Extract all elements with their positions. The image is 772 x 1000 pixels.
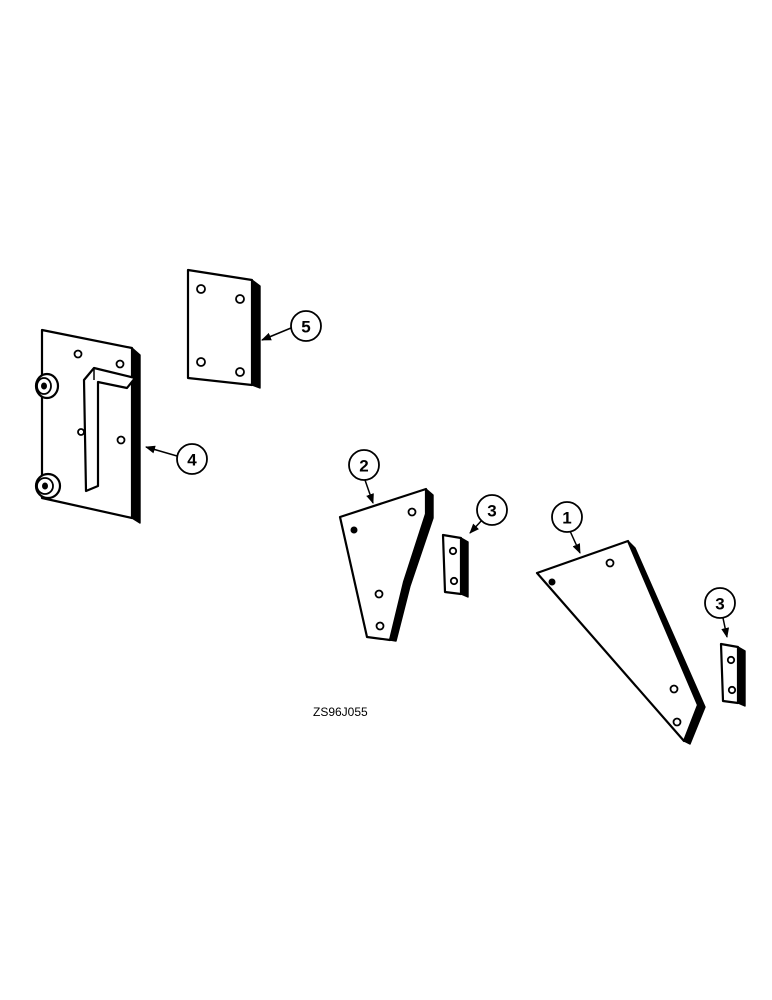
callout-2-label: 2	[359, 457, 368, 476]
callout-4-label: 4	[187, 451, 197, 470]
callout-1: 1	[551, 501, 583, 554]
callout-4: 4	[145, 443, 208, 475]
callout-3-a-label: 3	[487, 502, 496, 521]
part-3-spacer-plate-b	[719, 642, 746, 707]
callout-2: 2	[348, 449, 380, 504]
callout-5: 5	[261, 310, 322, 342]
callout-5-label: 5	[301, 318, 310, 337]
callout-3-b-label: 3	[715, 595, 724, 614]
callout-3-a: 3	[469, 494, 508, 534]
callout-3-b: 3	[704, 587, 736, 638]
part-3-spacer-plate-a	[441, 533, 469, 598]
diagram-reference-code: ZS96J055	[313, 705, 368, 719]
part-1-triangular-gusset	[535, 539, 706, 745]
part-2-gusset-plate	[338, 487, 434, 642]
part-4-mounting-plate	[34, 328, 141, 524]
callout-1-label: 1	[562, 509, 571, 528]
part-5-plate	[186, 268, 261, 389]
